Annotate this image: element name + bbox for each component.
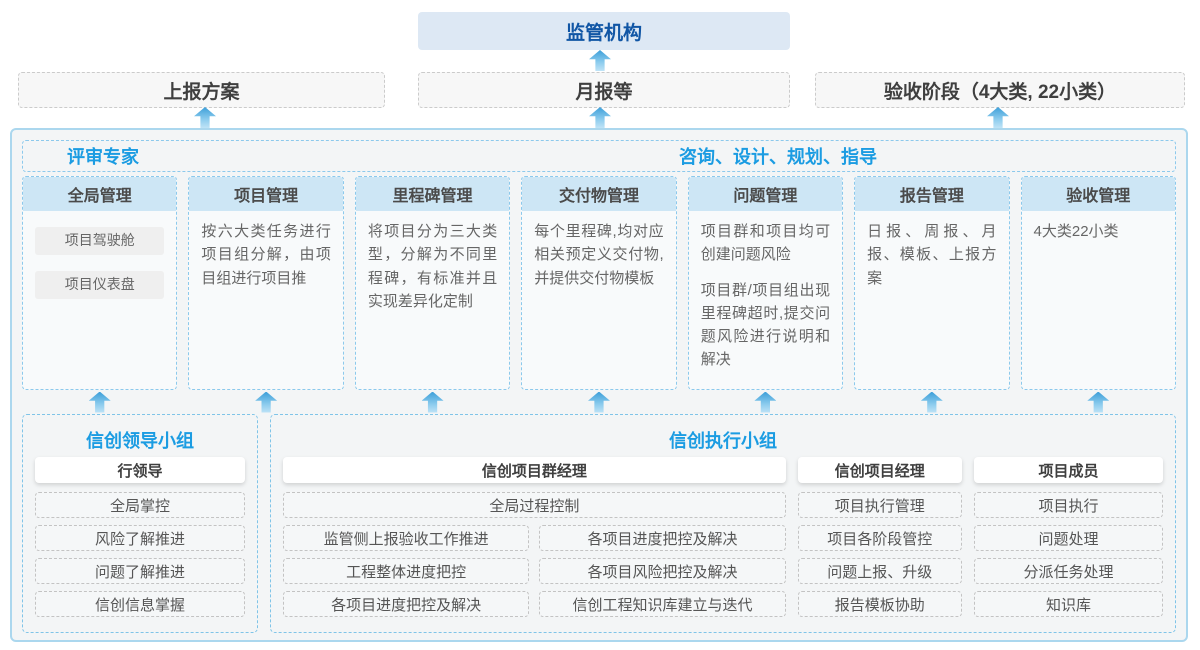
column-text: 按六大类任务进行项目组分解，由项目组进行项目推: [201, 223, 331, 287]
role-program-manager: 信创项目群经理: [283, 457, 786, 483]
list-item: 各项目进度把控及解决: [283, 591, 530, 617]
output-box-monthly-report: 月报等: [418, 72, 790, 108]
role-project-manager: 信创项目经理: [797, 457, 962, 483]
column-report-mgmt: 报告管理 日报、周报、月报、模板、上报方案: [854, 176, 1010, 390]
up-arrow-icon: [1087, 391, 1110, 413]
execution-group: 信创执行小组 信创项目群经理 全局过程控制 监管侧上报验收工作推进 各项目进度把…: [270, 414, 1176, 633]
column-issue-mgmt: 问题管理 项目群和项目均可创建问题风险 项目群/项目组出现里程碑超时,提交问题风…: [687, 176, 844, 390]
column-header: 里程碑管理: [355, 177, 510, 211]
main-panel: 评审专家 咨询、设计、规划、指导 全局管理 项目驾驶舱 项目仪表盘 项目管理 按…: [10, 128, 1188, 642]
up-arrow-icon: [587, 391, 610, 413]
column-global-mgmt: 全局管理 项目驾驶舱 项目仪表盘: [22, 176, 178, 390]
role-bank-leaders: 行领导: [35, 457, 245, 483]
list-item: 问题处理: [973, 525, 1163, 551]
group-title: 信创执行小组: [669, 431, 777, 451]
list-item: 信创工程知识库建立与迭代: [539, 591, 786, 617]
list-item: 全局掌控: [35, 492, 245, 518]
column-header: 报告管理: [855, 177, 1009, 211]
column-milestone-mgmt: 里程碑管理 将项目分为三大类型，分解为不同里程碑，有标准并且实现差异化定制: [354, 176, 511, 390]
column-header: 交付物管理: [522, 177, 676, 211]
list-item: 各项目进度把控及解决: [539, 525, 786, 551]
column-header: 验收管理: [1021, 177, 1175, 211]
list-item: 项目各阶段管控: [797, 525, 962, 551]
list-item: 问题了解推进: [35, 558, 245, 584]
column-body: 将项目分为三大类型，分解为不同里程碑，有标准并且实现差异化定制: [356, 211, 509, 322]
column-body: 项目群和项目均可创建问题风险 项目群/项目组出现里程碑超时,提交问题风险进行说明…: [689, 211, 842, 381]
up-arrow-icon: [589, 107, 611, 128]
list-item: 工程整体进度把控: [283, 558, 530, 584]
chip-project-cockpit: 项目驾驶舱: [35, 227, 165, 255]
column-body: 4大类22小类: [1022, 211, 1175, 252]
list-item: 各项目风险把控及解决: [539, 558, 786, 584]
list-item: 项目执行管理: [797, 492, 962, 518]
list-item: 报告模板协助: [797, 591, 962, 617]
up-arrow-icon: [194, 107, 216, 128]
up-arrow-icon: [754, 391, 777, 413]
review-experts-label: 评审专家: [67, 147, 139, 167]
column-text: 将项目分为三大类型，分解为不同里程碑，有标准并且实现差异化定制: [367, 223, 498, 310]
column-header: 项目管理: [189, 177, 343, 211]
consulting-design-label: 咨询、设计、规划、指导: [679, 147, 877, 167]
program-manager-section: 信创项目群经理 全局过程控制 监管侧上报验收工作推进 各项目进度把控及解决 工程…: [283, 457, 786, 624]
column-arrows: [22, 390, 1176, 414]
up-arrow-icon: [255, 391, 278, 413]
column-project-mgmt: 项目管理 按六大类任务进行项目组分解，由项目组进行项目推: [188, 176, 344, 390]
group-title: 信创领导小组: [86, 431, 194, 451]
column-header: 问题管理: [688, 177, 843, 211]
output-box-acceptance-phase: 验收阶段（4大类, 22小类）: [815, 72, 1185, 108]
regulator-box: 监管机构: [418, 12, 790, 50]
list-item: 问题上报、升级: [797, 558, 962, 584]
up-arrow-icon: [421, 391, 444, 413]
list-item: 项目执行: [973, 492, 1163, 518]
column-text: 4大类22小类: [1033, 223, 1119, 240]
column-body: 项目驾驶舱 项目仪表盘: [23, 211, 176, 299]
column-body: 日报、周报、月报、模板、上报方案: [855, 211, 1008, 299]
project-members-section: 项目成员 项目执行 问题处理 分派任务处理 知识库: [973, 457, 1163, 624]
chip-project-dashboard: 项目仪表盘: [35, 271, 165, 299]
up-arrow-icon: [88, 391, 111, 413]
list-item: 知识库: [973, 591, 1163, 617]
column-body: 每个里程碑,均对应相关预定义交付物,并提供交付物模板: [522, 211, 675, 299]
column-deliverable-mgmt: 交付物管理 每个里程碑,均对应相关预定义交付物,并提供交付物模板: [521, 176, 677, 390]
bottom-groups: 信创领导小组 行领导 全局掌控 风险了解推进 问题了解推进 信创信息掌握 信创执…: [22, 414, 1176, 633]
list-item: 信创信息掌握: [35, 591, 245, 617]
list-item: 风险了解推进: [35, 525, 245, 551]
list-item: 分派任务处理: [973, 558, 1163, 584]
leadership-group: 信创领导小组 行领导 全局掌控 风险了解推进 问题了解推进 信创信息掌握: [22, 414, 258, 633]
column-acceptance-mgmt: 验收管理 4大类22小类: [1020, 176, 1176, 390]
column-text: 每个里程碑,均对应相关预定义交付物,并提供交付物模板: [534, 223, 664, 287]
list-item: 监管侧上报验收工作推进: [283, 525, 530, 551]
role-project-members: 项目成员: [973, 457, 1163, 483]
management-columns: 全局管理 项目驾驶舱 项目仪表盘 项目管理 按六大类任务进行项目组分解，由项目组…: [22, 176, 1176, 390]
output-box-report-plan: 上报方案: [18, 72, 385, 108]
column-header: 全局管理: [23, 177, 177, 211]
up-arrow-icon: [987, 107, 1009, 128]
project-manager-section: 信创项目经理 项目执行管理 项目各阶段管控 问题上报、升级 报告模板协助: [797, 457, 962, 624]
up-arrow-icon: [920, 391, 943, 413]
up-arrow-icon: [589, 50, 611, 71]
column-text: 日报、周报、月报、模板、上报方案: [867, 223, 997, 287]
list-item: 全局过程控制: [283, 492, 786, 518]
column-text: 项目群和项目均可创建问题风险: [700, 223, 831, 264]
experts-banner: 评审专家 咨询、设计、规划、指导: [22, 140, 1176, 172]
column-text: 项目群/项目组出现里程碑超时,提交问题风险进行说明和解决: [700, 281, 831, 369]
column-body: 按六大类任务进行项目组分解，由项目组进行项目推: [189, 211, 342, 299]
